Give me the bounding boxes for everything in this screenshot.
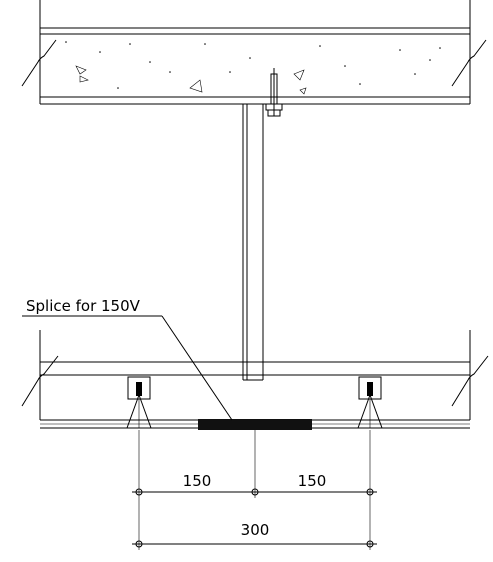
dimension-lines: 150 150 300	[132, 430, 377, 550]
dimension-left: 150	[183, 472, 212, 490]
dimension-right: 150	[298, 472, 327, 490]
anchor-bolt	[265, 68, 283, 117]
splice-label: Splice for 150V	[26, 297, 141, 315]
splice-strip	[198, 419, 312, 430]
hanger-clip-left	[126, 376, 152, 429]
wall-section	[242, 104, 264, 381]
dimension-overall: 300	[241, 521, 270, 539]
concrete-slab	[21, 0, 487, 105]
splice-callout: Splice for 150V	[22, 297, 233, 421]
hanger-clip-right	[357, 376, 383, 429]
lower-slab	[21, 330, 489, 420]
